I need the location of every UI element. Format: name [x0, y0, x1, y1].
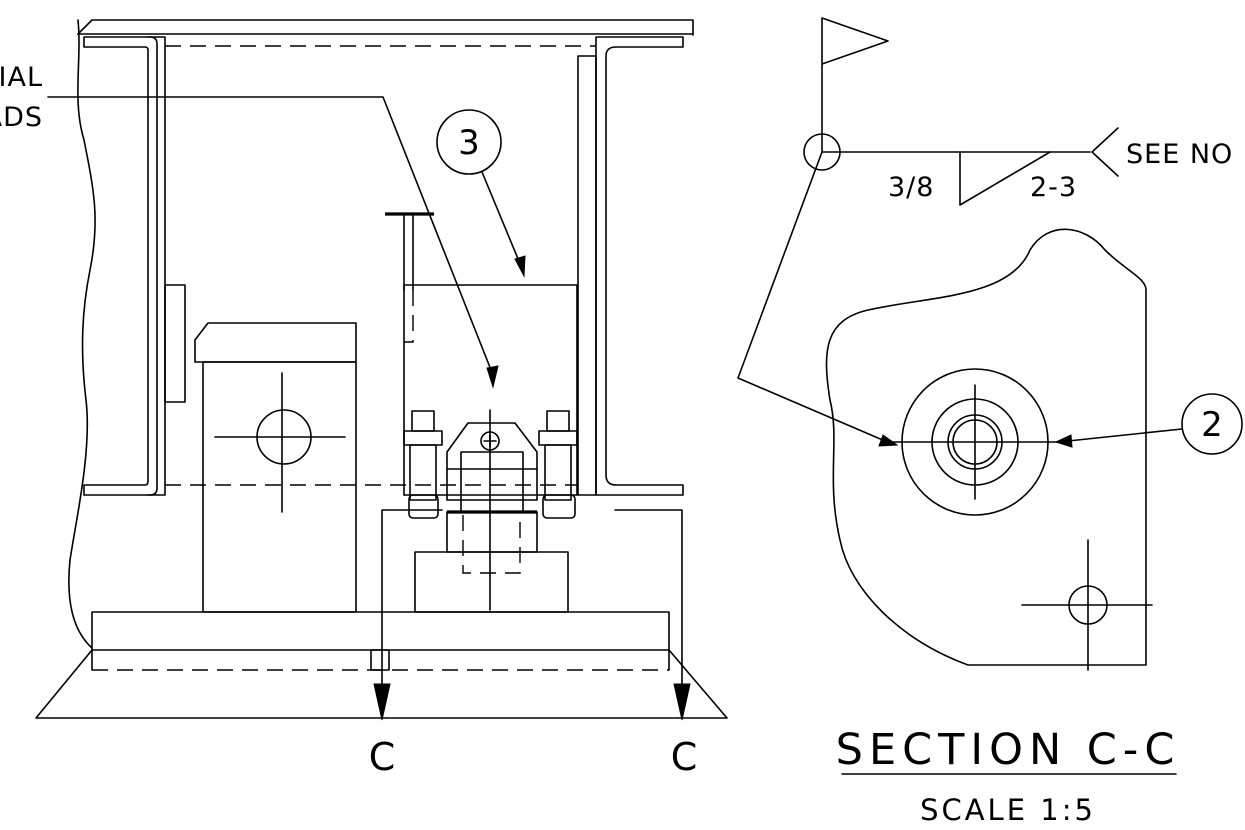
balloon-3-group: 3 [436, 109, 526, 278]
break-line-left [68, 19, 96, 649]
left-block [194, 322, 357, 613]
pin-section [889, 368, 1061, 516]
note-text-line-1: IAL [0, 62, 43, 93]
section-scale: SCALE 1:5 [920, 793, 1096, 827]
section-title: SECTION C-C [836, 725, 1181, 775]
field-weld-flag [821, 17, 889, 153]
balloon-2 [1181, 393, 1243, 455]
balloon-3-label: 3 [458, 123, 480, 163]
load-cell-assembly [403, 409, 578, 613]
section-cut-line: C C [369, 509, 698, 779]
balloon-3 [436, 109, 502, 175]
note-text-line-2: ADS [0, 102, 43, 133]
left-elevation-view: 3 C C IAL ADS [0, 19, 728, 779]
cut-arrow-left [373, 683, 391, 721]
cut-label-right: C [671, 735, 698, 779]
weld-note: SEE NO [1126, 139, 1233, 170]
section-plate-outline [825, 228, 1147, 666]
item-3-plate [385, 212, 578, 496]
weld-symbol: 3/8 2-3 SEE NO [737, 17, 1233, 447]
cut-arrow-right [673, 683, 691, 721]
weld-pitch: 2-3 [1030, 172, 1077, 203]
balloon-2-label: 2 [1201, 405, 1223, 445]
left-channel [83, 36, 186, 496]
top-flange [77, 19, 694, 47]
bolt-hole [1021, 539, 1153, 671]
right-channel [577, 36, 684, 496]
section-c-c-view: 3/8 2-3 SEE NO 2 [737, 17, 1243, 827]
cut-label-left: C [369, 735, 396, 779]
note-leader [47, 96, 499, 389]
weld-size: 3/8 [888, 172, 934, 203]
balloon-2-group: 2 [1054, 393, 1243, 455]
